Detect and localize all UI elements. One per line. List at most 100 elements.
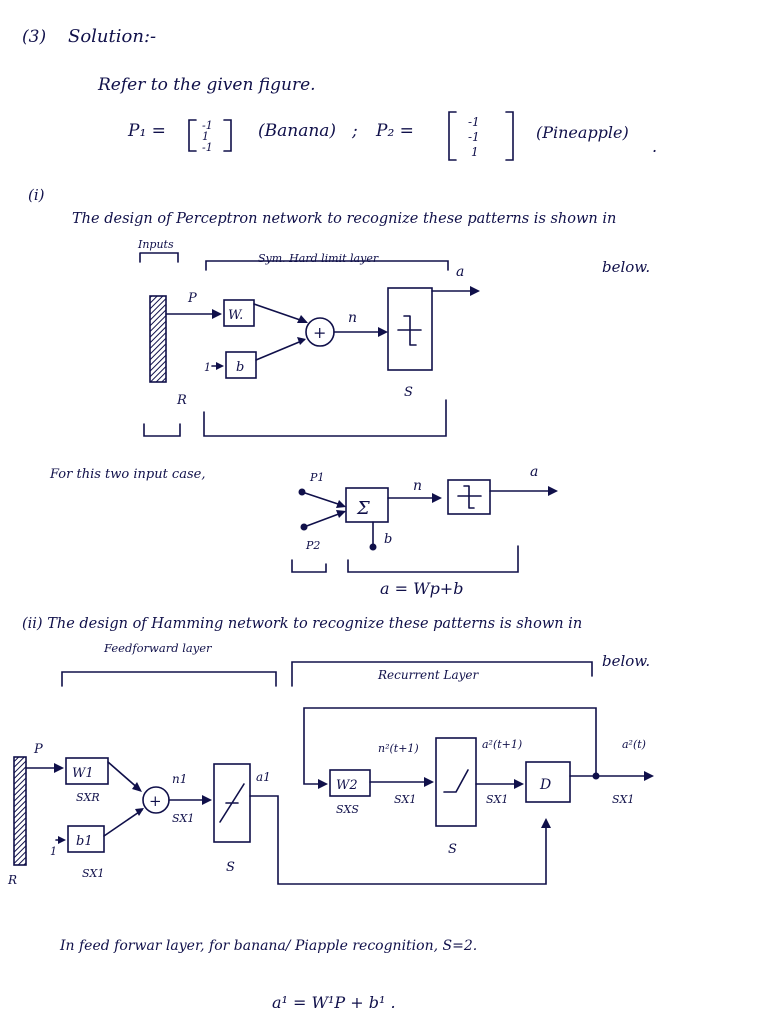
p1-to-sum-arrow <box>301 491 345 507</box>
summation-plus: + <box>313 323 326 342</box>
poslin-transfer-box <box>435 737 477 827</box>
linear-symbol <box>219 783 245 823</box>
p2-name: (Pineapple) <box>536 123 629 142</box>
p2-vector: -1 -1 1 <box>448 111 514 161</box>
transfer-f-symbol <box>457 485 482 509</box>
hamming-input-p: P <box>33 742 43 757</box>
p1-vector: -1 1 -1 <box>188 119 232 154</box>
w1-box <box>65 757 109 785</box>
recurrent-label: Recurrent Layer <box>377 668 480 682</box>
period: . <box>652 137 657 156</box>
net-n-label: n <box>413 478 422 494</box>
w2-dim: SXS <box>336 803 359 816</box>
layer-label: Sym. Hard limit layer <box>258 252 379 265</box>
hardlimit-transfer-box <box>387 287 433 371</box>
sigma-label: Σ <box>356 498 370 519</box>
p1-element: -1 <box>202 119 213 132</box>
w2-box <box>329 769 371 797</box>
poslin-symbol <box>443 769 469 793</box>
input-r-label: R <box>176 393 187 408</box>
p1-label: P₁ = <box>127 121 166 141</box>
inputs-label: Inputs <box>137 238 174 251</box>
bias-one-label: 1 <box>204 361 211 374</box>
hamming-input-r: R <box>7 873 17 887</box>
hamming-sum-plus: + <box>149 792 162 810</box>
weight-box <box>223 299 255 327</box>
a2-next-dim: SX1 <box>486 793 508 806</box>
b1-to-sum-arrow <box>103 809 143 837</box>
feedforward-label: Feedforward layer <box>103 641 213 655</box>
p1-element: -1 <box>202 141 213 154</box>
linear-transfer-box <box>213 763 251 843</box>
n1-dim: SX1 <box>172 812 194 825</box>
inputs-bracket <box>139 252 179 263</box>
separator: ; <box>351 121 358 141</box>
below-text: below. <box>602 258 650 276</box>
p1-element: 1 <box>202 130 209 143</box>
weight-to-sum-arrow <box>253 303 307 323</box>
p2-element: -1 <box>468 130 480 144</box>
net-input-label: n <box>348 310 357 326</box>
hamming-input-bar <box>13 756 27 866</box>
inputs-bottom-bracket <box>143 423 181 437</box>
feedforward-s-label: S <box>226 860 235 875</box>
w1-dim: SXR <box>76 791 100 804</box>
p2-to-sum-arrow <box>303 511 345 528</box>
feedforward-bracket <box>61 671 277 687</box>
delay-label: D <box>539 777 551 793</box>
footer-equation: a¹ = W¹P + b¹ . <box>272 993 396 1012</box>
b1-box <box>67 825 105 853</box>
recurrent-loop <box>303 707 597 785</box>
p1-name: (Banana) <box>258 121 336 141</box>
delay-box <box>525 761 571 803</box>
solution-heading: Solution:- <box>68 26 156 47</box>
layer-bracket <box>205 260 449 271</box>
a2-output-label: a²(t) <box>622 738 646 751</box>
part-i-marker: (i) <box>28 186 45 204</box>
n1-label: n1 <box>172 772 187 786</box>
input-vector-bar <box>149 295 167 383</box>
input-p-label: P <box>187 291 197 306</box>
b1-one-label: 1 <box>50 845 57 858</box>
refer-text: Refer to the given figure. <box>97 75 316 95</box>
part-ii-text: (ii) The design of Hamming network to re… <box>22 616 582 632</box>
output-a-label: a <box>456 264 464 280</box>
output-a2-label: a <box>530 464 538 480</box>
w1-label: W1 <box>72 766 94 781</box>
recurrent-s-label: S <box>448 842 457 857</box>
n2-dim: SX1 <box>394 793 416 806</box>
part-ii-below: below. <box>602 652 650 670</box>
recurrent-bracket <box>291 661 593 687</box>
p2-element: 1 <box>471 145 479 159</box>
bias-box <box>225 351 257 379</box>
layer-s-label: S <box>404 385 413 400</box>
sigma-box <box>345 487 389 523</box>
n2-label: n²(t+1) <box>378 742 419 755</box>
p2-label: P₂ = <box>375 121 414 141</box>
p2-element: -1 <box>468 115 480 129</box>
b1-label: b1 <box>76 834 93 849</box>
layer-bottom-bracket <box>203 399 447 437</box>
two-layer-bracket <box>347 545 519 573</box>
input-p2-label: P2 <box>305 539 320 552</box>
a1-label: a1 <box>256 770 271 784</box>
bias-b-label: b <box>384 532 392 547</box>
bias-label: b <box>236 360 244 375</box>
question-number: (3) <box>22 27 46 47</box>
bias-node <box>369 543 377 551</box>
footer-text: In feed forwar layer, for banana/ Piappl… <box>59 938 477 954</box>
bias-to-sum-arrow <box>255 339 305 361</box>
input-p1-label: P1 <box>309 471 324 484</box>
hardlimit-symbol <box>397 315 422 346</box>
a1-feedback-path <box>249 795 547 885</box>
perceptron-equation: a = Wp+b <box>380 579 463 598</box>
a2-output-dim: SX1 <box>612 793 634 806</box>
two-input-text: For this two input case, <box>49 467 205 482</box>
a2-next-label: a²(t+1) <box>482 738 522 751</box>
weight-label: W. <box>228 308 243 323</box>
two-input-bracket <box>291 559 327 573</box>
b1-dim: SX1 <box>82 867 104 880</box>
part-i-text: The design of Perceptron network to reco… <box>72 211 616 227</box>
transfer-f-box <box>447 479 491 515</box>
